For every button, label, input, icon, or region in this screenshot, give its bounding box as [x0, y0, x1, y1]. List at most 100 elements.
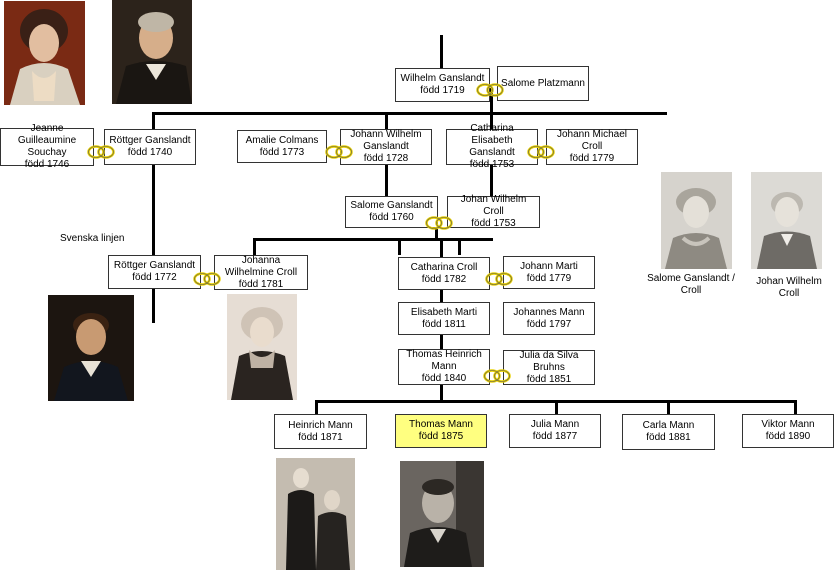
connector-line [152, 165, 155, 255]
photo-thomas-mann-image [400, 461, 484, 567]
person-box-catharina-elisabeth-ganslandt: Catharina Elisabeth Ganslandt född 1753 [446, 123, 538, 170]
person-name: Julia Mann [530, 419, 580, 430]
person-box-thomas-mann: Thomas Mann född 1875 [395, 414, 487, 448]
connector-line [440, 290, 443, 302]
connector-line [253, 238, 256, 255]
marriage-rings-icon [425, 216, 453, 230]
person-born: född 1773 [259, 146, 305, 158]
person-born: född 1740 [127, 147, 173, 158]
person-box-salome-ganslandt: Salome Ganslandt född 1760 [345, 196, 438, 228]
person-box-amalie-colmans: Amalie Colmans född 1773 [237, 130, 327, 163]
person-name: Johanna Wilhelmine Croll [224, 254, 298, 278]
person-box-johannes-mann: Johannes Mann född 1797 [503, 302, 595, 335]
person-name: Jeanne Guilleaumine Souchay [17, 123, 77, 158]
portrait-salome-drawing-image [661, 172, 732, 269]
person-box-roettger-1772: Röttger Ganslandt född 1772 [108, 255, 201, 289]
person-box-johann-marti: Johann Marti född 1779 [503, 256, 595, 289]
portrait-woman-painting-image [4, 1, 85, 105]
person-born: född 1840 [421, 373, 467, 384]
person-box-elisabeth-marti: Elisabeth Marti född 1811 [398, 302, 490, 335]
person-box-julia-bruhns: Julia da Silva Bruhns född 1851 [503, 350, 595, 385]
person-born: född 1877 [532, 431, 578, 442]
connector-line [490, 163, 493, 196]
person-name: Heinrich Mann [288, 419, 353, 431]
connector-line [435, 228, 438, 240]
portrait-johanna-drawing-image [227, 294, 297, 400]
person-box-wilhelm-ganslandt: Wilhelm Ganslandt född 1719 [395, 68, 490, 102]
photo-heinrich-and-thomas-image [276, 458, 355, 570]
marriage-rings-icon [193, 272, 221, 286]
person-born: född 1851 [526, 373, 572, 385]
person-name: Julia da Silva Bruhns [519, 349, 579, 373]
person-born: född 1781 [238, 278, 284, 290]
person-box-julia-mann: Julia Mann född 1877 [509, 414, 601, 448]
person-born: född 1772 [132, 272, 177, 283]
person-box-heinrich-mann: Heinrich Mann född 1871 [274, 414, 367, 449]
person-box-johanna-croll: Johanna Wilhelmine Croll född 1781 [214, 255, 308, 290]
person-born: född 1871 [298, 431, 343, 443]
connector-line [253, 238, 493, 241]
caption-johan-wilhelm-croll: Johan Wilhelm Croll [756, 276, 822, 299]
connector-line [490, 112, 493, 129]
person-name: Röttger Ganslandt [113, 260, 196, 271]
person-name: Elisabeth Marti [410, 306, 478, 318]
marriage-rings-icon [527, 145, 555, 159]
person-name: Thomas Mann [409, 419, 473, 430]
marriage-rings-icon [485, 272, 513, 286]
connector-line [398, 238, 401, 255]
person-name: Johann Marti [520, 260, 578, 272]
connector-line [385, 163, 388, 196]
person-born: född 1746 [24, 159, 70, 170]
person-box-thomas-heinrich-mann: Thomas Heinrich Mann född 1840 [398, 349, 490, 385]
person-name: Röttger Ganslandt [109, 135, 191, 146]
person-born: född 1811 [422, 318, 466, 330]
person-box-roettger-1740: Röttger Ganslandt född 1740 [104, 129, 196, 165]
swedish-line-label: Svenska linjen [60, 233, 125, 244]
person-name: Johann Wilhelm Ganslandt [350, 129, 422, 152]
person-born: född 1760 [369, 212, 414, 223]
person-name: Johannes Mann [513, 306, 585, 318]
person-box-johan-wilhelm-croll: Johan Wilhelm Croll född 1753 [447, 194, 540, 229]
person-born: född 1797 [526, 318, 572, 330]
connector-line [794, 400, 797, 414]
person-name: Carla Mann [642, 420, 695, 431]
connector-line [440, 240, 443, 257]
person-name: Salome Ganslandt [350, 200, 433, 211]
person-box-jeanne-souchay: Jeanne Guilleaumine Souchay född 1746 [0, 123, 94, 170]
person-box-salome-platzmann: Salome Platzmann [497, 66, 589, 101]
person-born: född 1779 [569, 153, 615, 164]
connector-line [315, 400, 318, 414]
person-box-catharina-croll: Catharina Croll född 1782 [398, 257, 490, 290]
person-name: Thomas Heinrich Mann [406, 349, 482, 372]
portrait-johan-wilhelm-drawing-image [751, 172, 822, 269]
person-born: född 1753 [469, 159, 515, 170]
marriage-rings-icon [483, 369, 511, 383]
person-born: född 1875 [418, 431, 464, 442]
connector-line [555, 400, 558, 414]
person-born: född 1881 [646, 432, 691, 443]
person-born: född 1890 [765, 431, 811, 442]
caption-salome-croll: Salome Ganslandt / Croll [647, 273, 735, 296]
person-name: Viktor Mann [761, 419, 815, 430]
connector-line [152, 112, 155, 131]
person-name: Johann Michael Croll [556, 129, 628, 152]
person-born: född 1728 [363, 153, 409, 164]
connector-line [440, 335, 443, 350]
connector-line [440, 385, 443, 402]
person-born: född 1753 [471, 218, 516, 229]
person-name: Wilhelm Ganslandt [400, 73, 485, 84]
connector-line [440, 35, 443, 70]
person-name: Johan Wilhelm Croll [460, 194, 527, 217]
person-born: född 1782 [421, 273, 467, 285]
connector-line [490, 88, 493, 114]
person-born: född 1779 [526, 272, 572, 284]
person-name: Salome Platzmann [501, 77, 585, 89]
person-box-johann-michael-croll: Johann Michael Croll född 1779 [546, 129, 638, 165]
person-box-viktor-mann: Viktor Mann född 1890 [742, 414, 834, 448]
person-name: Amalie Colmans [245, 134, 319, 146]
connector-line [152, 289, 155, 323]
marriage-rings-icon [476, 83, 504, 97]
portrait-roettger-painting-image [48, 295, 134, 401]
connector-line [458, 238, 461, 255]
connector-line [667, 400, 670, 414]
